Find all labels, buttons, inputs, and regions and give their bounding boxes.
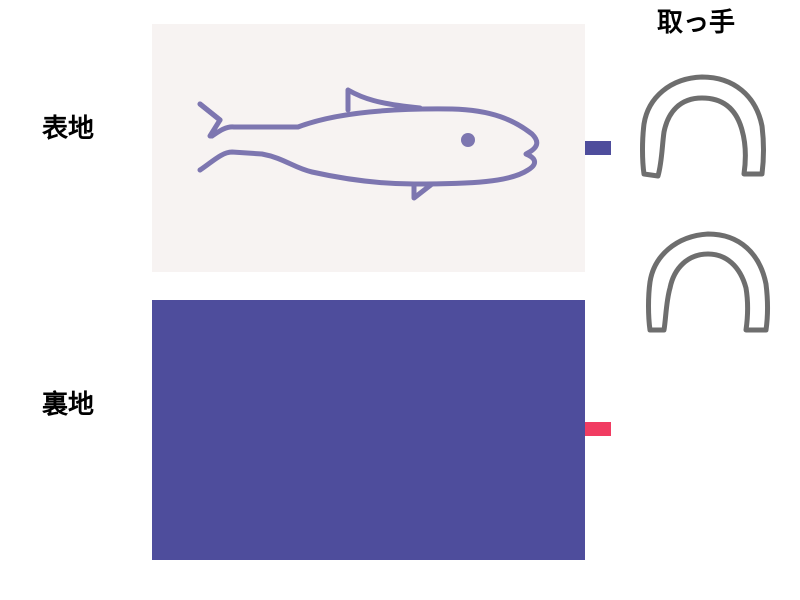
handle-icon (642, 228, 774, 342)
lining-fabric-tab (585, 422, 611, 436)
front-fabric-tab (585, 141, 611, 155)
fish-icon (197, 87, 540, 201)
handle-label: 取っ手 (657, 8, 736, 38)
front-fabric-panel (152, 24, 585, 272)
front-fabric-label: 表地 (42, 114, 95, 144)
lining-fabric-panel (152, 300, 585, 560)
lining-fabric-label: 裏地 (42, 390, 95, 420)
handle-icon (636, 70, 770, 184)
